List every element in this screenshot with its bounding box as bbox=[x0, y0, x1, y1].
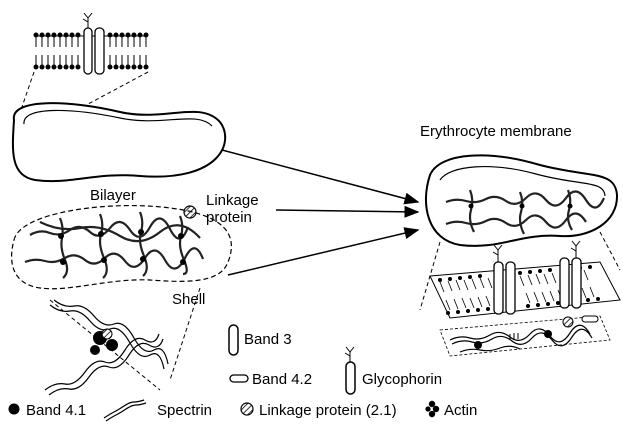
shell-label: Shell bbox=[172, 291, 205, 308]
glycophorin-icon bbox=[346, 362, 355, 394]
legend-linkage-protein-21: Linkage protein (2.1) bbox=[259, 402, 397, 419]
actin-icon bbox=[425, 401, 439, 417]
linkage-protein-label-line1: Linkage bbox=[206, 192, 259, 209]
band42-icon bbox=[230, 375, 248, 382]
erythrocyte-membrane-title: Erythrocyte membrane bbox=[420, 123, 572, 140]
glycan-icon bbox=[345, 347, 354, 362]
glycan-icon-inset bbox=[83, 13, 92, 28]
spectrin-icon bbox=[104, 400, 146, 421]
legend-actin: Actin bbox=[444, 402, 477, 419]
glycophorin-inset bbox=[95, 28, 104, 74]
legend-spectrin: Spectrin bbox=[157, 402, 212, 419]
bilayer-shape bbox=[13, 103, 225, 181]
key-band3: Band 3 bbox=[229, 325, 292, 355]
legend: Band 4.1 Spectrin Linkage protein (2.1) … bbox=[9, 400, 478, 421]
bilayer-label: Bilayer bbox=[90, 187, 136, 204]
band41-icon bbox=[9, 404, 20, 415]
membrane-slab bbox=[430, 241, 620, 356]
key-glycophorin: Glycophorin bbox=[345, 347, 442, 394]
band3-icon bbox=[229, 325, 238, 355]
glycophorin-label: Glycophorin bbox=[362, 371, 442, 388]
linkage-protein-label-line2: protein bbox=[206, 209, 252, 226]
band42-label: Band 4.2 bbox=[252, 371, 312, 388]
legend-band41: Band 4.1 bbox=[26, 402, 86, 419]
erythrocyte-cell bbox=[426, 155, 617, 246]
linkage-protein-21-icon bbox=[241, 403, 253, 415]
key-band42: Band 4.2 bbox=[230, 371, 312, 388]
shell-network bbox=[12, 206, 232, 289]
band3-label: Band 3 bbox=[244, 331, 292, 348]
band3-protein-inset bbox=[84, 28, 92, 74]
